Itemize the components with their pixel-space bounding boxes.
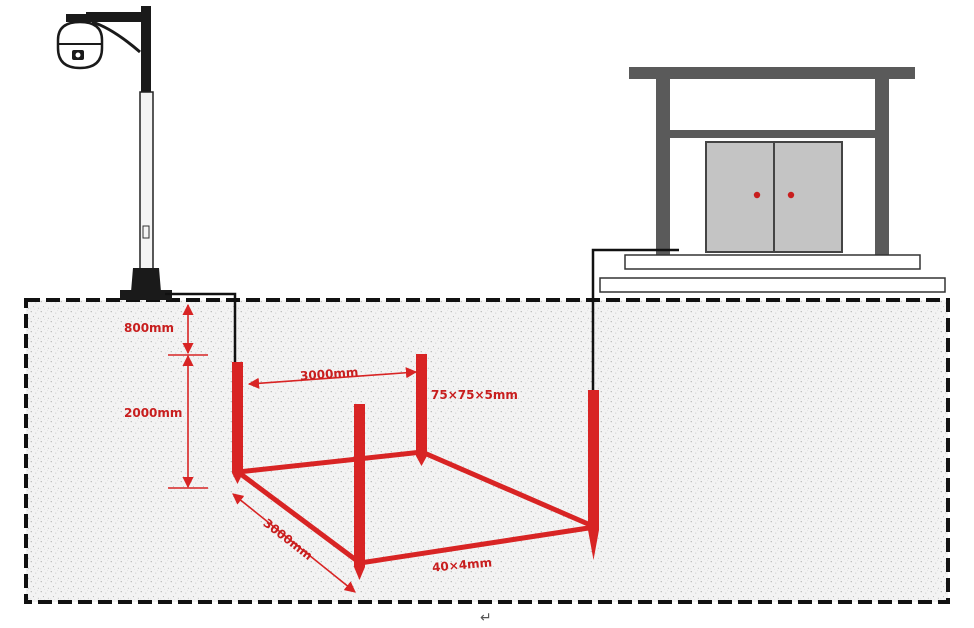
- grounding-rod: [232, 362, 243, 484]
- soil-boundary: [24, 298, 950, 604]
- soil-area: [26, 300, 948, 602]
- label-angle-steel: 75×75×5mm: [431, 388, 518, 402]
- grounding-rod: [588, 390, 599, 560]
- dimension-lines: [168, 303, 418, 593]
- grounding-rods: [232, 354, 599, 580]
- camera-pole: [86, 6, 172, 300]
- house-ground-cable: [591, 248, 679, 390]
- return-mark: ↵: [480, 610, 492, 626]
- label-depth-800: 800mm: [124, 321, 174, 335]
- grounding-rod: [354, 404, 365, 580]
- label-flat-steel: 40×4mm: [432, 555, 493, 574]
- equipment-house: [599, 67, 946, 293]
- house-door: [705, 141, 843, 253]
- label-spacing-top: 3000mm: [300, 365, 359, 383]
- grounding-rod: [416, 354, 427, 466]
- pole-ground-cable: [165, 292, 237, 362]
- label-depth-2000: 2000mm: [124, 406, 182, 420]
- dome-camera-icon: [56, 14, 104, 70]
